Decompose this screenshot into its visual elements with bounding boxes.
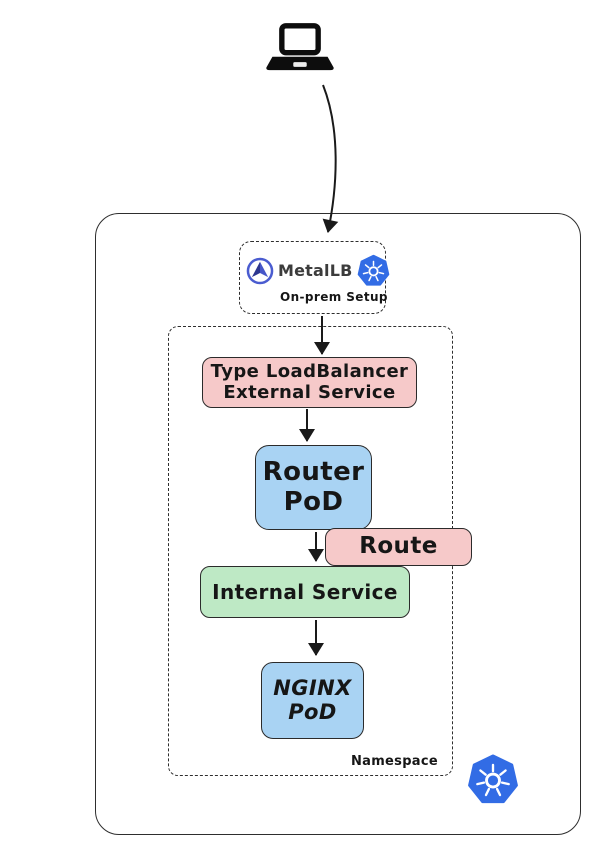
metallb-box: MetalLB On-prem Setup [239,241,389,314]
router-pod-line2: PoD [283,486,344,517]
external-service-line2: External Service [223,381,396,403]
router-pod-node: Router PoD [255,445,372,530]
nginx-pod-line1: NGINX [273,675,352,700]
external-service-line1: Type LoadBalancer [210,361,409,383]
kubernetes-icon [357,254,389,286]
internal-service-label: Internal Service [212,579,398,604]
kubernetes-icon-large [468,754,518,804]
external-service-node: Type LoadBalancer External Service [202,357,417,408]
laptop-icon [266,23,334,71]
cluster-box [95,213,581,835]
metallb-title: MetalLB [278,261,353,280]
nginx-pod-line2: PoD [288,699,337,724]
metallb-subtitle: On-prem Setup [280,289,388,304]
internal-service-node: Internal Service [200,566,410,618]
metallb-logo-icon [246,257,274,284]
route-node: Route [325,528,472,566]
namespace-label: Namespace [350,754,438,769]
route-label: Route [359,533,438,560]
arrow-client-to-metallb [322,84,339,233]
router-pod-line1: Router [262,457,365,488]
nginx-pod-node: NGINX PoD [261,662,364,739]
